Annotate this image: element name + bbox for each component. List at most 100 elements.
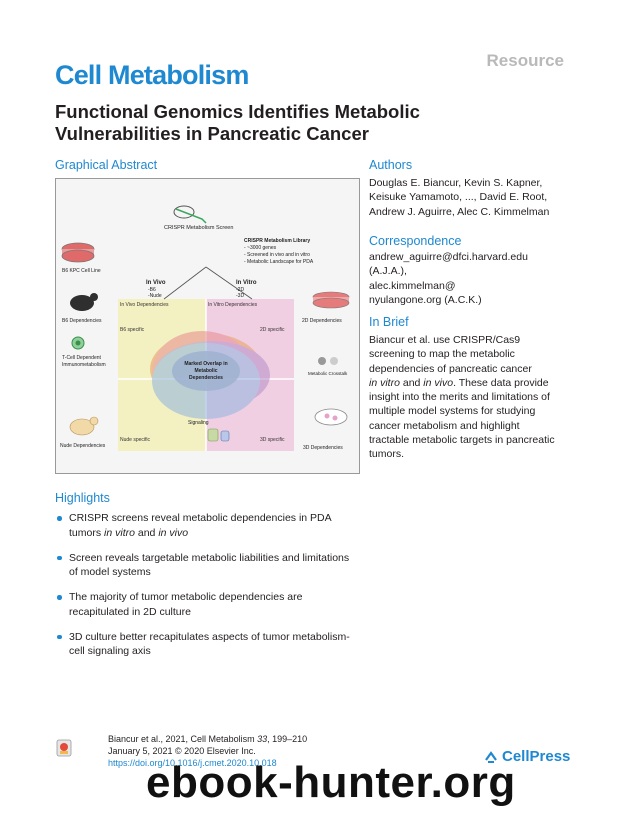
journal-name[interactable]: Cell Metabolism — [55, 60, 249, 90]
citation-block: Biancur et al., 2021, Cell Metabolism 33… — [108, 733, 307, 769]
correspondence-heading: Correspondence — [369, 234, 462, 248]
graphical-abstract-diagram: Marked Overlap in Metabolic Dependencies… — [60, 205, 350, 451]
in-brief-line-8: tractable metabolic targets in pancreati… — [369, 434, 555, 447]
doi-link[interactable]: https://doi.org/10.1016/j.cmet.2020.10.0… — [108, 758, 277, 768]
citation-authors: Biancur et al., 2021, Cell Metabolism — [108, 734, 258, 744]
in-vivo-label: In Vivo — [146, 280, 166, 286]
in-brief-line-1: Biancur et al. use CRISPR/Cas9 — [369, 334, 521, 346]
highlight-2-line-2: of model systems — [69, 566, 151, 578]
cellpress-mark-icon — [485, 750, 497, 763]
nude-specific-label: Nude specific — [120, 437, 151, 443]
highlights-list: CRISPR screens reveal metabolic dependen… — [55, 511, 365, 669]
highlight-item: CRISPR screens reveal metabolic dependen… — [55, 511, 365, 540]
bullet-icon — [57, 555, 62, 560]
citation-volume: 33 — [257, 734, 268, 744]
highlight-3-line-2: recapitulated in 2D culture — [69, 605, 191, 618]
library-line-1: - ~3000 genes — [244, 245, 277, 251]
authors-line-1: Douglas E. Biancur, Kevin S. Kapner, — [369, 177, 543, 189]
date-line: January 5, 2021 © 2020 Elsevier Inc. — [108, 746, 256, 756]
section-label: Resource — [486, 51, 564, 70]
overlap-core — [172, 351, 240, 391]
bullet-icon — [57, 634, 62, 639]
t-cell-label-1: T-Cell Dependent — [62, 355, 102, 361]
three-d-dish-icon — [314, 408, 348, 426]
in-brief-line-4-end: . These data provide — [453, 376, 549, 389]
in-vivo-b6-label: -B6 — [148, 287, 156, 293]
overlap-label-1: Marked Overlap in — [184, 361, 227, 367]
signaling-label: Signaling — [188, 420, 209, 426]
b6-specific-label: B6 specific — [120, 327, 145, 333]
article-title: Functional Genomics Identifies Metabolic… — [55, 101, 420, 144]
bullet-icon — [57, 595, 62, 600]
highlight-1-in-vitro: in vitro — [104, 526, 135, 539]
syringe-icon — [175, 208, 207, 224]
three-d-deps-label: 3D Dependencies — [303, 445, 343, 451]
library-line-2: - Screened in vivo and in vitro — [244, 252, 310, 258]
correspondence-email-2-cont[interactable]: nyulangone.org (A.C.K.) — [369, 293, 482, 306]
in-vivo-nude-label: -Nude — [148, 293, 162, 299]
in-brief-heading: In Brief — [369, 315, 409, 329]
nude-deps-label: Nude Dependencies — [60, 443, 106, 449]
correspondence-email-2[interactable]: alec.kimmelman@ — [369, 279, 456, 292]
in-brief-text: Biancur et al. use CRISPR/Cas9 screening… — [369, 333, 584, 462]
highlight-4-line-1: 3D culture better recapitulates aspects … — [69, 630, 350, 643]
crosstalk-icon — [318, 357, 326, 365]
cellpress-logo[interactable]: CellPress — [484, 748, 570, 765]
library-line-3: - Metabolic Landscape for PDA — [244, 259, 314, 265]
highlight-item: Screen reveals targetable metabolic liab… — [55, 551, 365, 580]
correspondence-initials-1: (A.J.A.), — [369, 265, 407, 278]
two-d-specific-label: 2D specific — [260, 327, 285, 333]
highlight-item: The majority of tumor metabolic dependen… — [55, 590, 365, 619]
authors-list: Douglas E. Biancur, Kevin S. Kapner, Kei… — [369, 176, 584, 219]
correspondence-email-1[interactable]: andrew_aguirre@dfci.harvard.edu — [369, 251, 528, 263]
in-vitro-3d-label: -3D — [236, 293, 244, 299]
authors-line-3: Andrew J. Aguirre, Alec C. Kimmelman — [369, 205, 550, 218]
highlights-heading: Highlights — [55, 491, 110, 505]
highlight-1-tumors: tumors — [69, 526, 105, 539]
highlight-item: 3D culture better recapitulates aspects … — [55, 630, 365, 659]
check-for-updates-icon[interactable] — [56, 739, 72, 757]
in-brief-line-2: screening to map the metabolic — [369, 348, 515, 361]
authors-heading: Authors — [369, 158, 413, 172]
cell-line-label: B6 KPC Cell Line — [62, 268, 101, 274]
in-brief-line-9: tumors. — [369, 448, 405, 461]
in-brief-italic-in-vivo: in vivo — [423, 376, 454, 389]
highlight-4-line-2: cell signaling axis — [69, 645, 151, 657]
bullet-icon — [57, 516, 62, 521]
nude-mouse-icon — [69, 418, 95, 436]
highlight-1-line-2: tumors in vitro and in vivo — [69, 526, 365, 541]
citation-line: Biancur et al., 2021, Cell Metabolism 33… — [108, 733, 307, 745]
watermark-text: ebook-hunter.org — [146, 758, 516, 807]
in-brief-line-3: dependencies of pancreatic cancer — [369, 362, 532, 375]
in-brief-italic-in-vitro: in vitro — [369, 376, 400, 389]
in-vivo-deps-label: In Vivo Dependencies — [120, 302, 169, 308]
correspondence-text: andrew_aguirre@dfci.harvard.edu (A.J.A.)… — [369, 250, 584, 307]
graphical-abstract-heading: Graphical Abstract — [55, 158, 158, 172]
citation-pages: , 199–210 — [267, 734, 308, 744]
in-brief-and: and — [399, 376, 424, 389]
library-title: CRISPR Metabolism Library — [244, 238, 310, 244]
b6-mouse-icon — [70, 295, 94, 311]
in-vitro-label: In Vitro — [236, 280, 257, 286]
highlight-1-and: and — [134, 526, 159, 539]
graphical-abstract-figure: Marked Overlap in Metabolic Dependencies… — [55, 178, 360, 474]
in-brief-line-7: cancer metabolism and highlight — [369, 419, 520, 432]
highlight-1-in-vivo: in vivo — [158, 526, 189, 539]
in-vitro-deps-label: In Vitro Dependencies — [208, 302, 258, 308]
three-d-specific-label: 3D specific — [260, 437, 285, 443]
overlap-label-2: Metabolic — [194, 368, 217, 374]
two-d-deps-label: 2D Dependencies — [302, 318, 342, 324]
highlight-2-line-1: Screen reveals targetable metabolic liab… — [69, 551, 350, 564]
crosstalk-label: Metabolic Crosstalk — [308, 371, 348, 376]
in-vitro-2d-label: -2D — [236, 287, 244, 293]
overlap-label-3: Dependencies — [189, 375, 223, 381]
plasmid-icon — [173, 205, 195, 219]
publisher-name: CellPress — [502, 748, 571, 765]
in-brief-line-6: multiple model systems for studying — [369, 405, 536, 418]
in-brief-line-4: in vitro and in vivo. These data provide — [369, 376, 584, 390]
highlight-3-line-1: The majority of tumor metabolic dependen… — [69, 591, 303, 603]
highlight-1-line-1: CRISPR screens reveal metabolic dependen… — [69, 512, 332, 524]
signaling-icon — [207, 428, 219, 442]
in-brief-line-5: insight into the merits and limitations … — [369, 391, 550, 404]
t-cell-label-2: Immunometabolism — [62, 362, 106, 368]
